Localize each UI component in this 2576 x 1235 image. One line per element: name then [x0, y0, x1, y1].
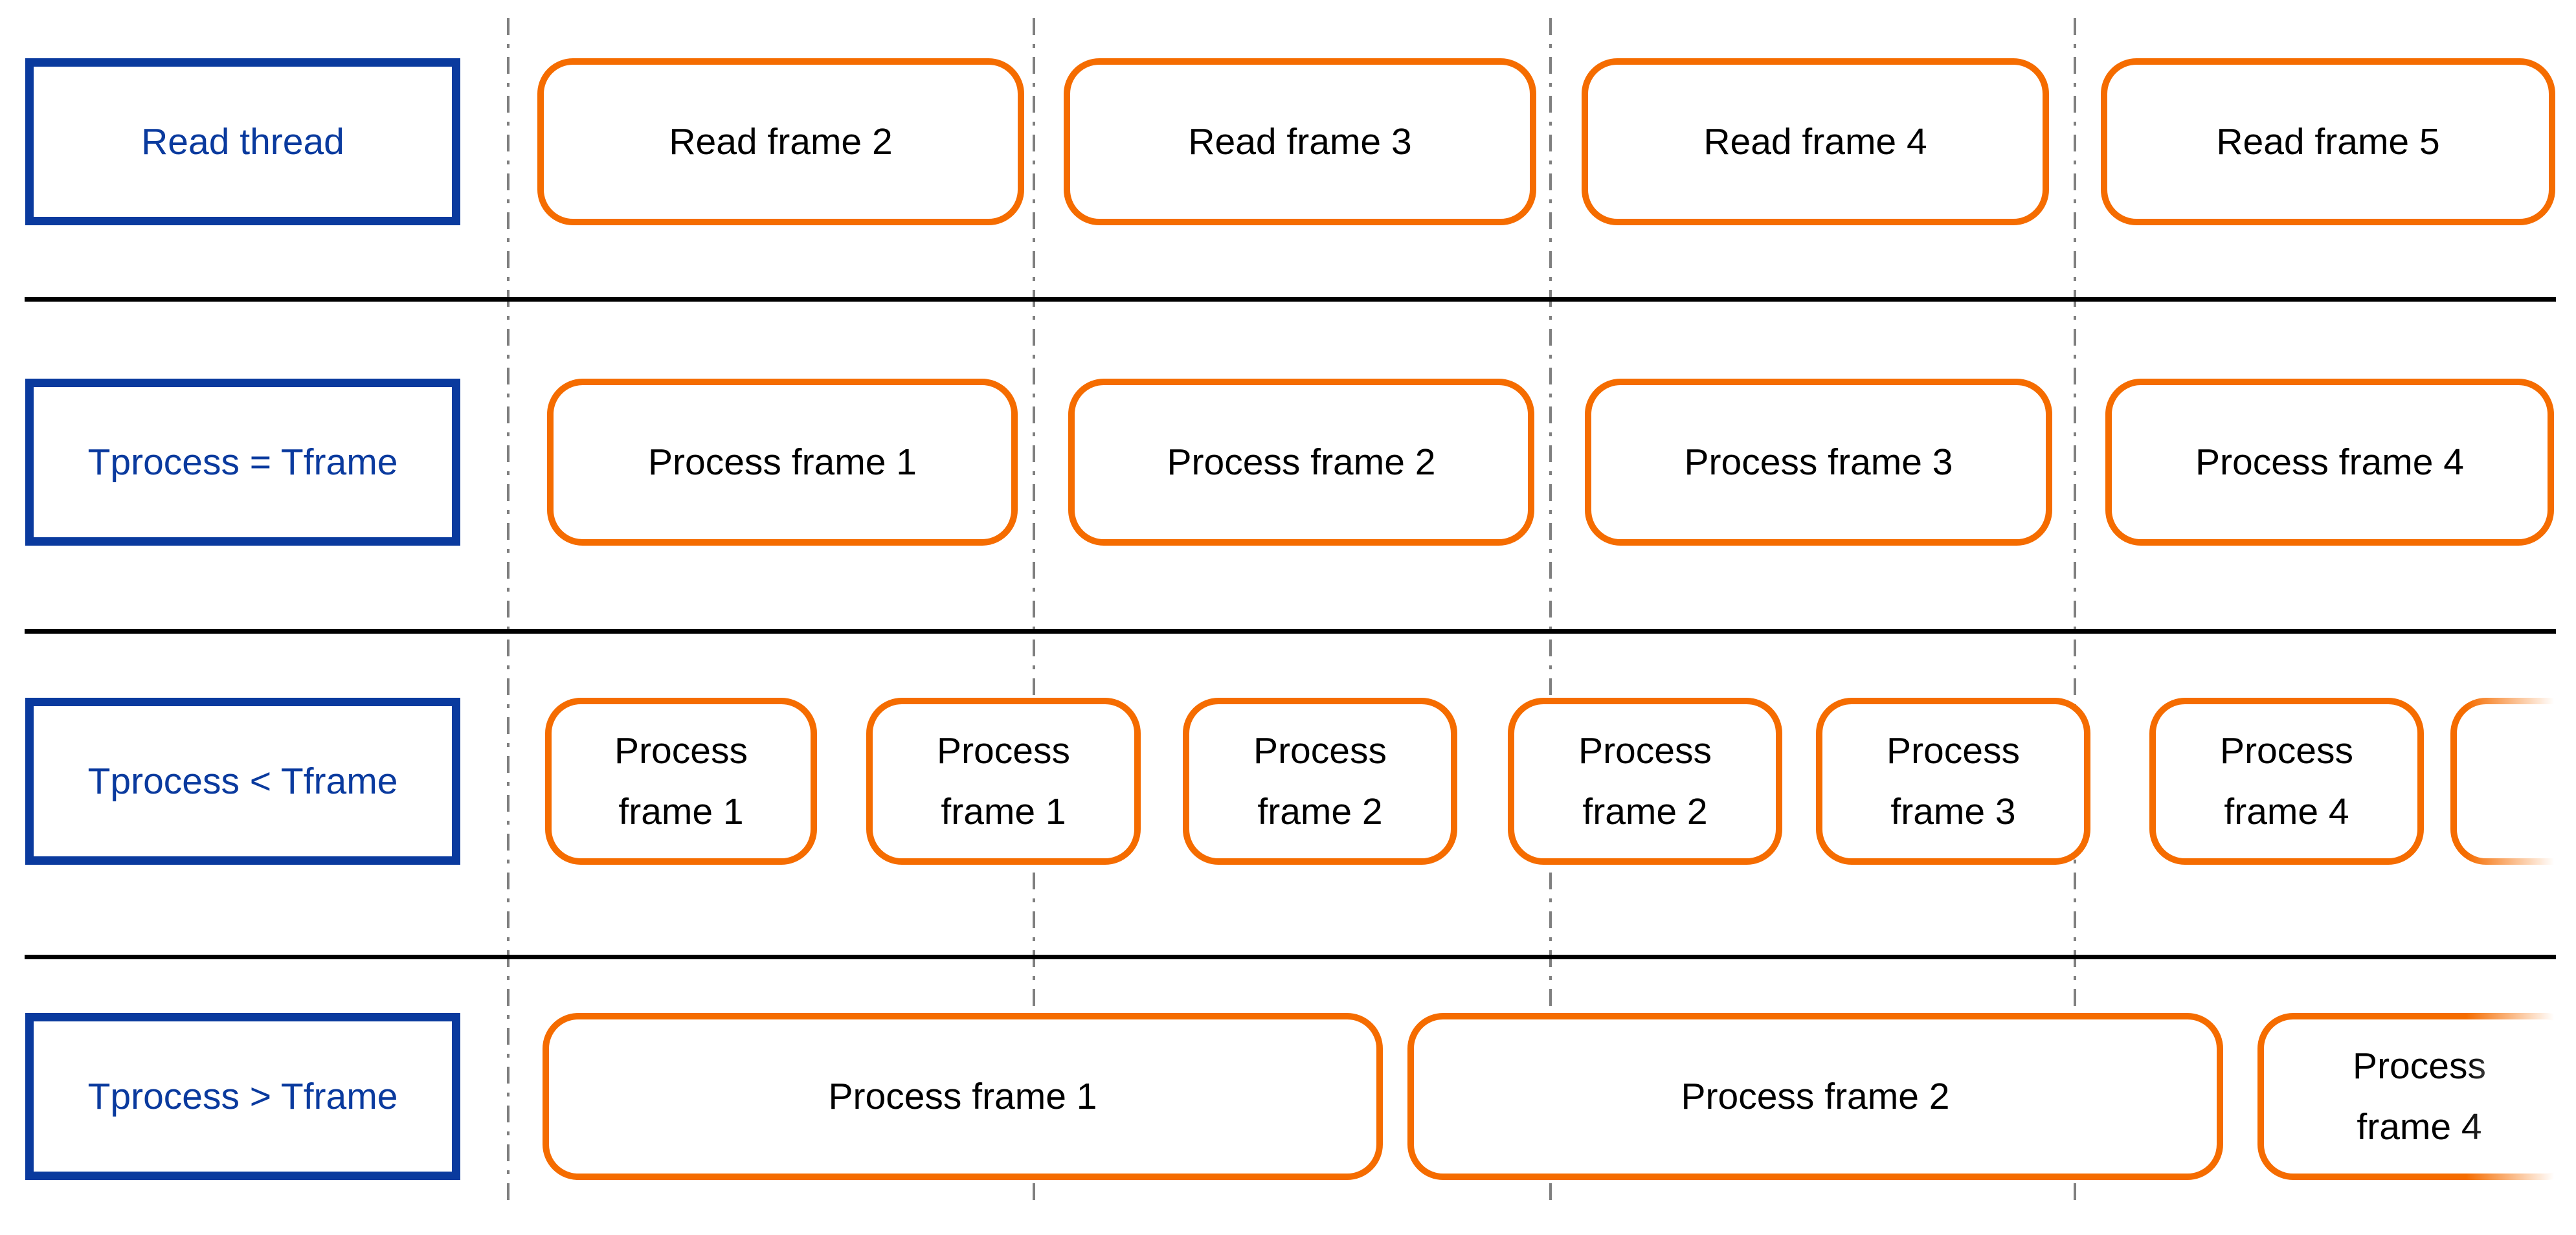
frame-box-label: Process frame 1	[828, 1076, 1097, 1117]
frame-box-label: Read frame 2	[669, 121, 893, 162]
row-label-tprocess-equals-tframe: Tprocess = Tframe	[25, 379, 460, 546]
read-frame-box: Read frame 5	[2101, 58, 2555, 225]
row-label-tprocess-less-than-tframe: Tprocess < Tframe	[25, 698, 460, 865]
frame-box-label: Process frame 4	[2195, 441, 2464, 483]
row-separator-line-3	[25, 955, 2556, 959]
row-separator-line-2	[25, 629, 2556, 634]
row-separator-line-1	[25, 297, 2556, 302]
frame-box-label: Read frame 5	[2216, 121, 2440, 162]
frame-boundary-line-3	[1549, 18, 1552, 1204]
frame-box-label: Process frame 2	[1681, 1076, 1950, 1117]
row-label-text: Tprocess < Tframe	[87, 761, 398, 802]
process-frame-box: Process frame 1	[543, 1013, 1383, 1180]
row-label-read-thread: Read thread	[25, 58, 460, 225]
frame-box-label: Read frame 3	[1188, 121, 1412, 162]
row-label-text: Tprocess = Tframe	[87, 441, 398, 483]
read-frame-box: Read frame 4	[1582, 58, 2049, 225]
frame-boundary-line-4	[2074, 18, 2076, 1204]
frame-box-label: Read frame 4	[1703, 121, 1927, 162]
process-frame-box: Process frame 4	[2105, 379, 2554, 546]
read-frame-box: Read frame 3	[1064, 58, 1536, 225]
process-frame-box: Process frame 2	[1068, 379, 1534, 546]
process-frame-box: Process frame 2	[1407, 1013, 2223, 1180]
process-frame-box: Process frame 1	[547, 379, 1018, 546]
frame-box-label: Process frame 2	[1167, 441, 1436, 483]
frame-box-label: Process frame 3	[1684, 441, 1953, 483]
frame-box-label: Process frame 1	[648, 441, 917, 483]
row-label-text: Read thread	[141, 121, 344, 162]
row-label-text: Tprocess > Tframe	[87, 1076, 398, 1117]
row-label-tprocess-greater-than-tframe: Tprocess > Tframe	[25, 1013, 460, 1180]
read-frame-box: Read frame 2	[537, 58, 1024, 225]
process-frame-box-clipped	[2450, 698, 2576, 865]
process-frame-box: Process frame 3	[1585, 379, 2052, 546]
frame-boundary-line-1	[507, 18, 510, 1204]
frame-boundary-line-2	[1033, 18, 1035, 1204]
